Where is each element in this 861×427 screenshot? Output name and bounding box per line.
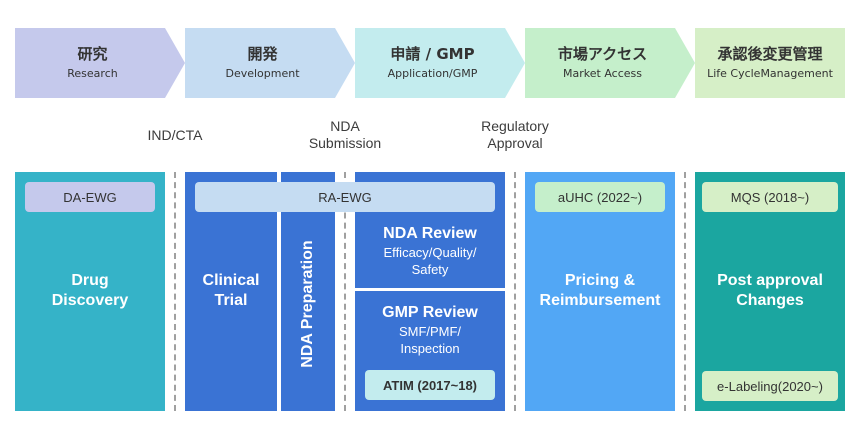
nda-review-title: NDA Review [383, 225, 477, 242]
column-label: Clinical Trial [185, 271, 277, 311]
column-label-line1: Post approval [717, 272, 823, 289]
milestone-label-line1: NDA [330, 118, 360, 134]
milestone-label-line1: Regulatory [481, 118, 549, 134]
milestone-ind-cta: IND/CTA [115, 127, 235, 144]
tag-mqs: MQS (2018~) [702, 182, 838, 212]
column-gmp-review: GMP Review SMF/PMF/ Inspection ATIM (201… [355, 291, 505, 411]
divider-market-launch [684, 172, 686, 411]
column-label-line2: Discovery [51, 292, 129, 309]
column-label: Drug Discovery [15, 271, 165, 311]
phase-arrow-research [15, 28, 185, 98]
milestone-nda-submission: NDA Submission [285, 118, 405, 152]
phase-lifecycle: 承認後変更管理 Life CycleManagement [695, 28, 845, 98]
column-label: Pricing & Reimbursement [525, 271, 675, 311]
column-pricing-reimbursement: aUHC (2022~) Pricing & Reimbursement [525, 172, 675, 411]
phase-title-jp: 申請 / GMP [390, 44, 475, 63]
nda-review-sub1: Efficacy/Quality/ [383, 245, 477, 260]
phase-title-jp: 市場アクセス [557, 44, 648, 63]
milestone-regulatory-approval: Regulatory Approval [455, 118, 575, 152]
column-post-approval: MQS (2018~) Post approval Changes e-Labe… [695, 172, 845, 411]
phase-arrow-development [185, 28, 355, 98]
tag-atim: ATIM (2017~18) [365, 370, 495, 400]
phase-arrows [15, 28, 845, 98]
milestone-label-line2: Submission [308, 135, 382, 151]
column-label-line2: Changes [736, 292, 804, 309]
phase-title-jp: 承認後変更管理 [717, 44, 823, 63]
phase-title-jp: 研究 [77, 44, 108, 63]
column-label-line2: Reimbursement [539, 292, 661, 309]
phase-arrow-market-access [525, 28, 695, 98]
nda-preparation-label: NDA Preparation [299, 240, 316, 368]
tag-auhc: aUHC (2022~) [535, 182, 665, 212]
phase-title-en: Application/GMP [387, 66, 478, 80]
phase-arrow-application [355, 28, 525, 98]
phase-research: 研究 Research [15, 28, 170, 98]
milestone-label-line2: Approval [487, 135, 543, 151]
column-label-line1: Drug [71, 272, 109, 289]
milestone-label: IND/CTA [147, 127, 203, 143]
gmp-review-sub2: Inspection [400, 341, 460, 356]
nda-review-text: NDA Review Efficacy/Quality/ Safety [355, 224, 505, 278]
phase-title-en: Life CycleManagement [707, 66, 833, 80]
column-drug-discovery: DA-EWG Drug Discovery [15, 172, 165, 411]
gmp-review-text: GMP Review SMF/PMF/ Inspection [355, 303, 505, 357]
divider-ind-cta [174, 172, 176, 411]
column-label-line2: Trial [214, 292, 248, 309]
phase-title-en: Market Access [563, 66, 642, 80]
nda-review-sub2: Safety [411, 262, 449, 277]
column-label-line1: Pricing & [564, 272, 636, 289]
tag-ra-ewg: RA-EWG [195, 182, 495, 212]
phase-application: 申請 / GMP Application/GMP [355, 28, 510, 98]
gmp-review-title: GMP Review [382, 304, 478, 321]
phase-title-en: Development [225, 66, 300, 80]
divider-nda-submission [344, 172, 346, 411]
tag-e-labeling: e-Labeling(2020~) [702, 371, 838, 401]
tag-da-ewg: DA-EWG [25, 182, 155, 212]
phase-title-jp: 開発 [247, 44, 278, 63]
column-label-line1: Clinical [202, 272, 260, 289]
phase-box-lifecycle [695, 28, 845, 98]
phase-market-access: 市場アクセス Market Access [525, 28, 680, 98]
phase-development: 開発 Development [185, 28, 340, 98]
column-label: Post approval Changes [695, 271, 845, 311]
gmp-review-sub1: SMF/PMF/ [398, 324, 462, 339]
phase-title-en: Research [67, 66, 118, 80]
divider-regulatory-approval [514, 172, 516, 411]
